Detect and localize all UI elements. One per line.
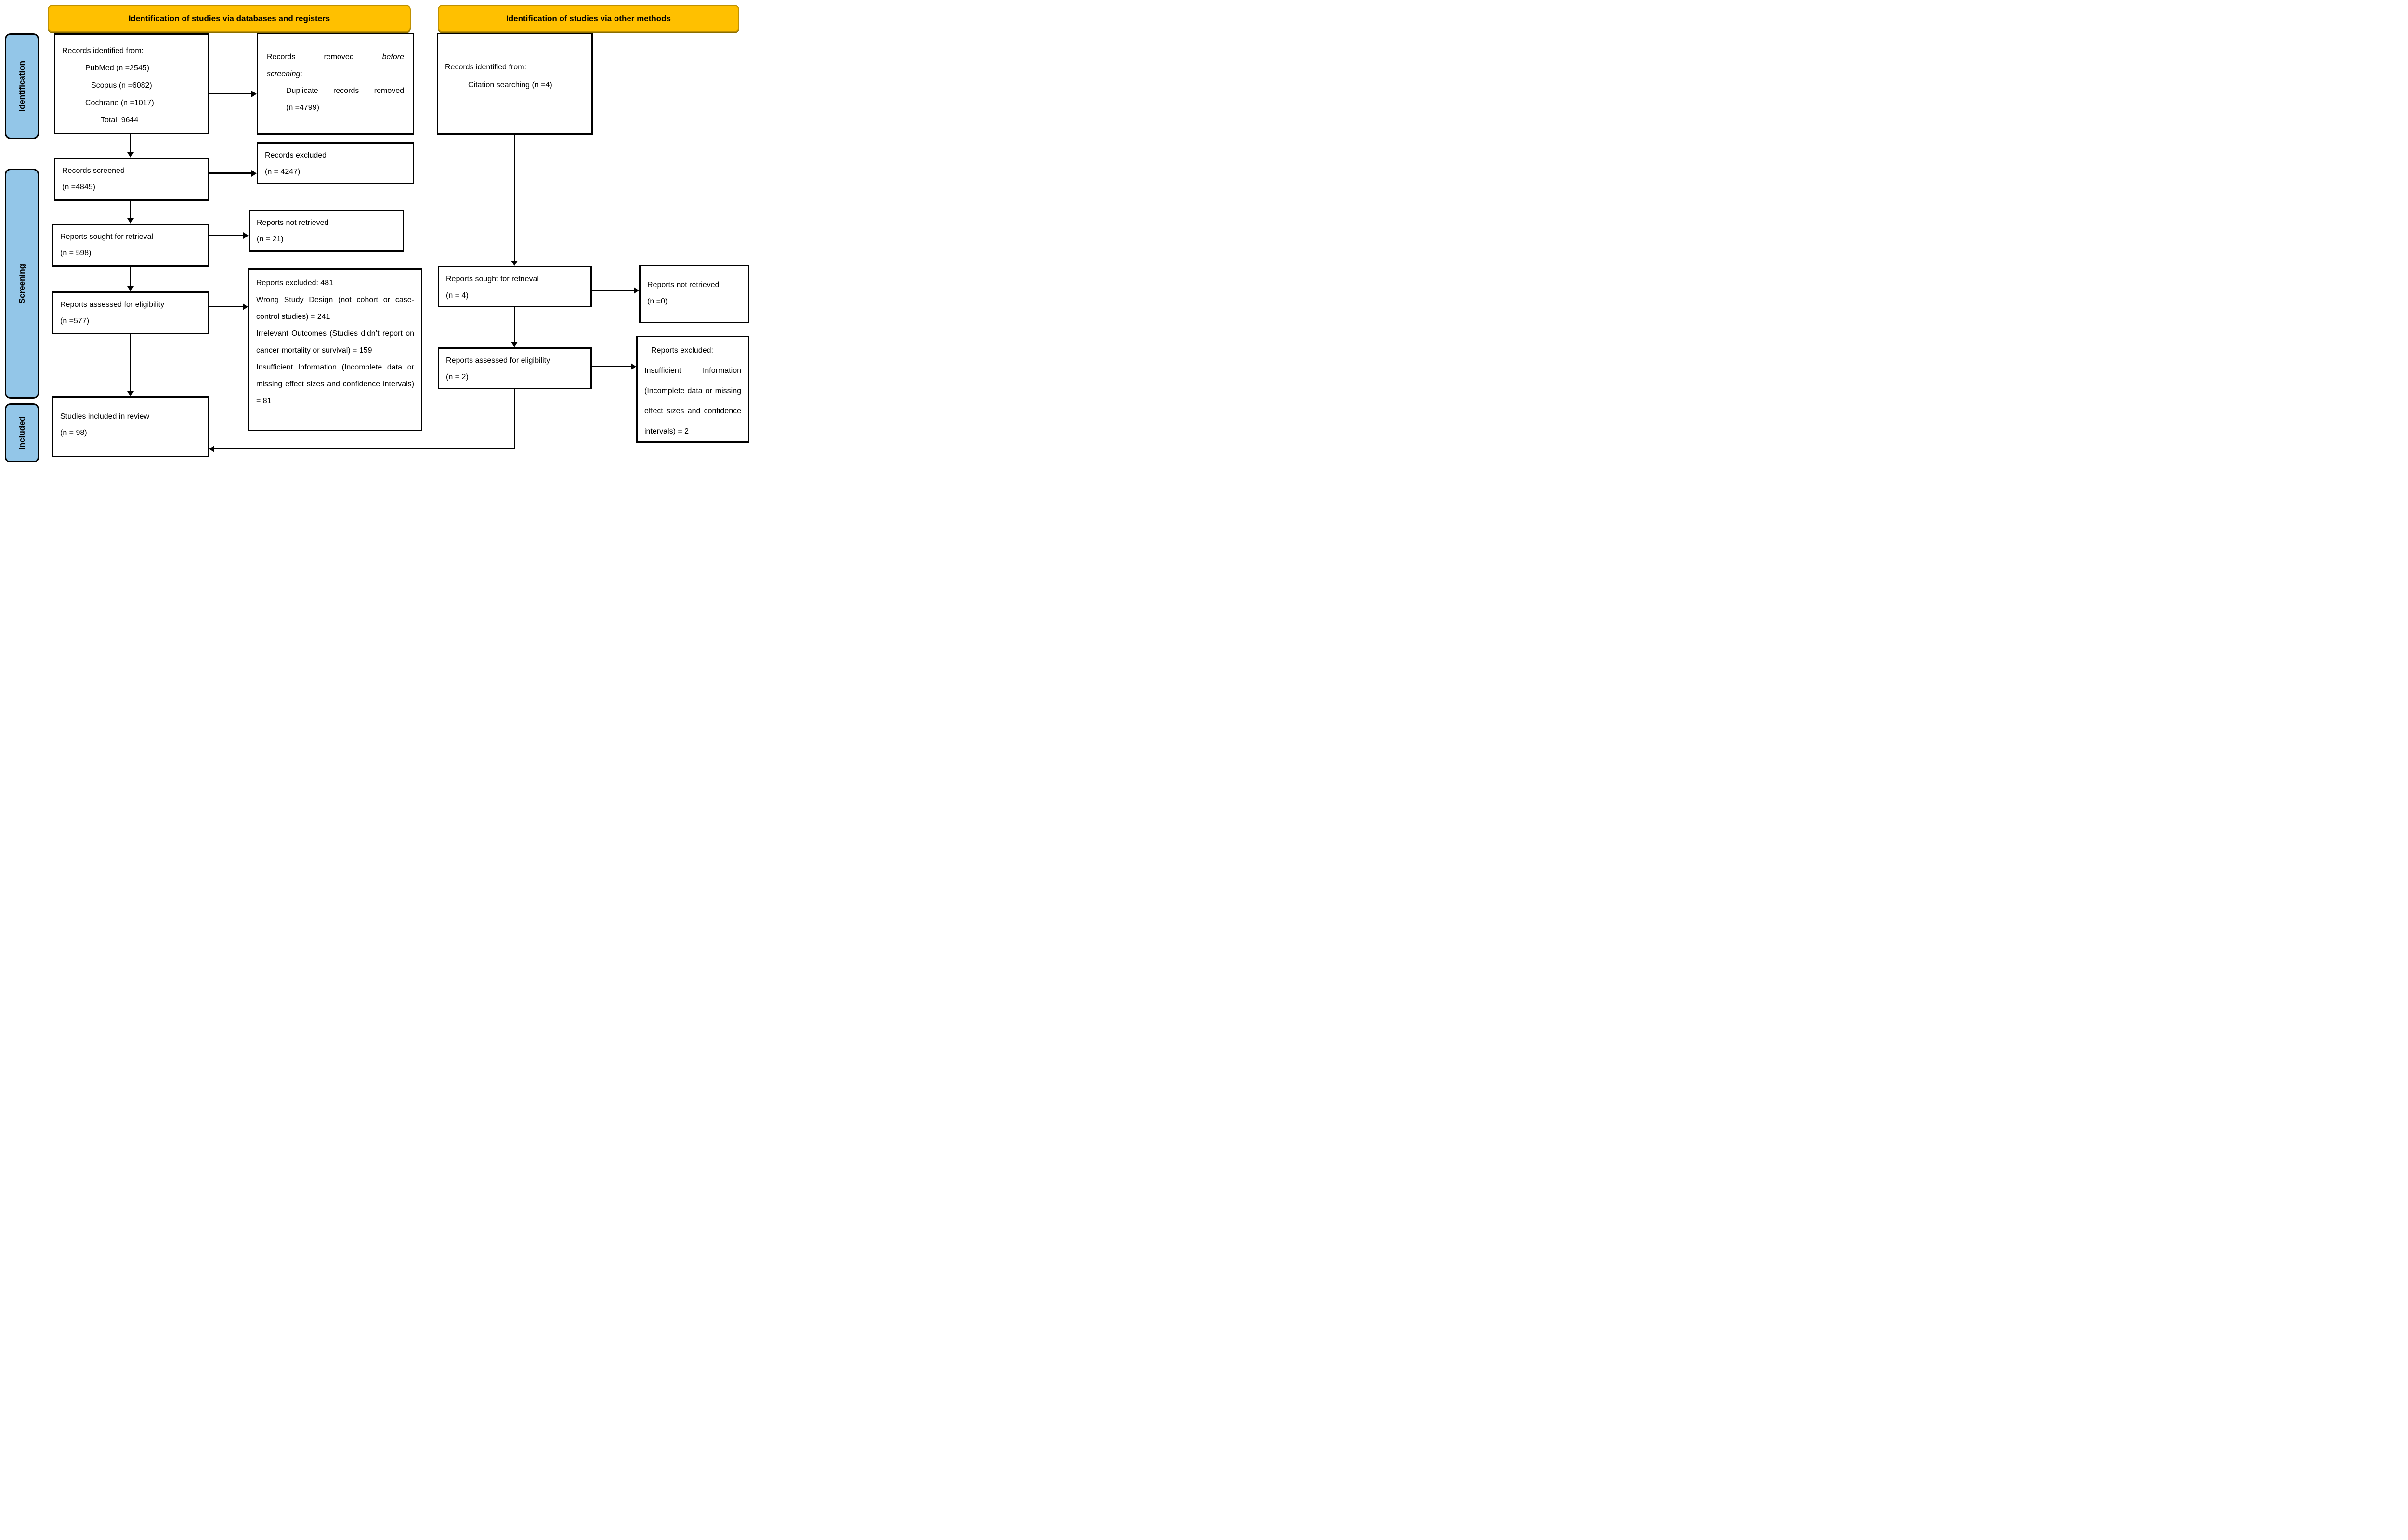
- box-reports-excluded-databases: Reports excluded: 481 Wrong Study Design…: [248, 268, 422, 431]
- arrow-identified-to-removed-head: [251, 91, 257, 97]
- arrow-otherassessed-to-excluded-line: [592, 366, 631, 367]
- box-text-italic: before: [382, 53, 404, 61]
- box-reports-assessed-databases: Reports assessed for eligibility (n =577…: [52, 291, 209, 334]
- box-text: Records removed: [267, 53, 354, 61]
- box-paragraph: Insufficient Information (Incomplete dat…: [644, 367, 741, 435]
- box-paragraph: Wrong Study Design (not cohort or case-c…: [256, 296, 414, 321]
- box-paragraph: Insufficient Information (Incomplete dat…: [256, 363, 414, 405]
- arrow-identified-to-removed-line: [209, 93, 252, 94]
- box-studies-included: Studies included in review (n = 98): [52, 396, 209, 457]
- stage-included: Included: [5, 403, 39, 462]
- box-line: (n =577): [60, 317, 90, 325]
- arrow-screened-to-sought-head: [127, 218, 134, 224]
- prisma-flow-diagram: Identification of studies via databases …: [0, 0, 758, 462]
- box-line: Citation searching (n =4): [468, 81, 552, 89]
- box-line: Studies included in review: [60, 412, 149, 421]
- box-line: Total: 9644: [101, 116, 139, 124]
- box-reports-not-retrieved-other: Reports not retrieved (n =0): [639, 265, 749, 323]
- box-line: Reports not retrieved: [647, 281, 720, 289]
- box-records-removed-before-screening: Records removed before screening: Duplic…: [257, 33, 414, 135]
- box-line: Records excluded: [265, 151, 327, 159]
- box-line: (n = 2): [446, 373, 469, 381]
- box-reports-sought-databases: Reports sought for retrieval (n = 598): [52, 224, 209, 267]
- box-line: screening:: [267, 66, 404, 82]
- arrow-otheridentified-to-sought-line: [514, 135, 515, 261]
- box-text-italic: screening: [267, 70, 301, 78]
- arrow-assessed-to-excluded-line: [209, 306, 243, 307]
- box-line: PubMed (n =2545): [85, 64, 149, 72]
- stage-included-label: Included: [17, 416, 26, 450]
- stage-screening-label: Screening: [17, 263, 26, 304]
- box-records-identified-databases: Records identified from: PubMed (n =2545…: [54, 33, 209, 134]
- arrow-sought-to-notretrieved-line: [209, 235, 244, 236]
- box-line: Reports assessed for eligibility: [446, 356, 550, 365]
- box-reports-sought-other: Reports sought for retrieval (n = 4): [438, 266, 592, 307]
- arrow-identified-to-screened-line: [130, 134, 131, 153]
- box-reports-not-retrieved-databases: Reports not retrieved (n = 21): [249, 210, 404, 252]
- arrow-sought-to-notretrieved-head: [243, 232, 249, 239]
- stage-screening: Screening: [5, 169, 39, 399]
- box-records-screened: Records screened (n =4845): [54, 158, 209, 201]
- arrow-othersought-to-notretrieved-line: [592, 290, 634, 291]
- arrow-sought-to-assessed-head: [127, 286, 134, 291]
- box-line: (n = 598): [60, 249, 92, 257]
- stage-identification: Identification: [5, 33, 39, 139]
- header-other-methods-label: Identification of studies via other meth…: [506, 13, 671, 23]
- box-line: (n =4799): [286, 104, 319, 112]
- box-reports-excluded-other: Reports excluded: Insufficient Informati…: [636, 336, 749, 443]
- box-paragraph: Irrelevant Outcomes (Studies didn’t repo…: [256, 329, 414, 355]
- stage-identification-label: Identification: [17, 61, 26, 112]
- box-text: :: [300, 70, 302, 78]
- arrow-othersought-to-assessed-line: [514, 307, 515, 342]
- box-line: (n = 4): [446, 291, 469, 300]
- arrow-otherassessed-to-included-vline: [514, 389, 515, 449]
- arrow-assessed-to-included-line: [130, 334, 131, 392]
- box-line: Reports assessed for eligibility: [60, 301, 165, 309]
- box-records-identified-other: Records identified from: Citation search…: [437, 33, 593, 135]
- box-line: (n =0): [647, 297, 668, 305]
- header-databases-registers: Identification of studies via databases …: [48, 5, 411, 32]
- arrow-otherassessed-to-excluded-head: [631, 363, 636, 370]
- arrow-otherassessed-to-included-hline: [214, 448, 515, 449]
- box-line: (n = 21): [257, 235, 284, 243]
- box-line: (n =4845): [62, 183, 95, 191]
- box-line: Records removed before: [267, 49, 404, 66]
- arrow-screened-to-excluded-head: [251, 170, 257, 177]
- arrow-othersought-to-notretrieved-head: [634, 287, 639, 294]
- box-line: Cochrane (n =1017): [85, 99, 154, 107]
- arrow-screened-to-sought-line: [130, 201, 131, 219]
- header-other-methods: Identification of studies via other meth…: [438, 5, 739, 32]
- arrow-otheridentified-to-sought-head: [511, 261, 518, 266]
- arrow-assessed-to-included-head: [127, 391, 134, 396]
- arrow-otherassessed-to-included-head: [209, 446, 214, 452]
- box-reports-assessed-other: Reports assessed for eligibility (n = 2): [438, 347, 592, 389]
- header-databases-registers-label: Identification of studies via databases …: [128, 13, 330, 23]
- box-records-excluded: Records excluded (n = 4247): [257, 142, 414, 184]
- arrow-sought-to-assessed-line: [130, 267, 131, 287]
- box-paragraph: Reports excluded: 481: [256, 279, 334, 287]
- box-line: Reports sought for retrieval: [446, 275, 539, 283]
- box-line: Records screened: [62, 167, 125, 175]
- arrow-screened-to-excluded-line: [209, 172, 252, 174]
- box-line: Reports sought for retrieval: [60, 233, 153, 241]
- box-paragraph: Reports excluded:: [651, 346, 713, 355]
- box-line: Duplicate records removed: [286, 87, 404, 95]
- box-line: (n = 4247): [265, 168, 301, 176]
- box-line: (n = 98): [60, 429, 87, 437]
- box-line: Reports not retrieved: [257, 219, 329, 227]
- box-line: Scopus (n =6082): [91, 81, 152, 90]
- box-line: Records identified from:: [62, 47, 144, 55]
- box-line: Records identified from:: [445, 63, 526, 71]
- arrow-assessed-to-excluded-head: [243, 303, 248, 310]
- arrow-othersought-to-assessed-head: [511, 342, 518, 347]
- arrow-identified-to-screened-head: [127, 152, 134, 158]
